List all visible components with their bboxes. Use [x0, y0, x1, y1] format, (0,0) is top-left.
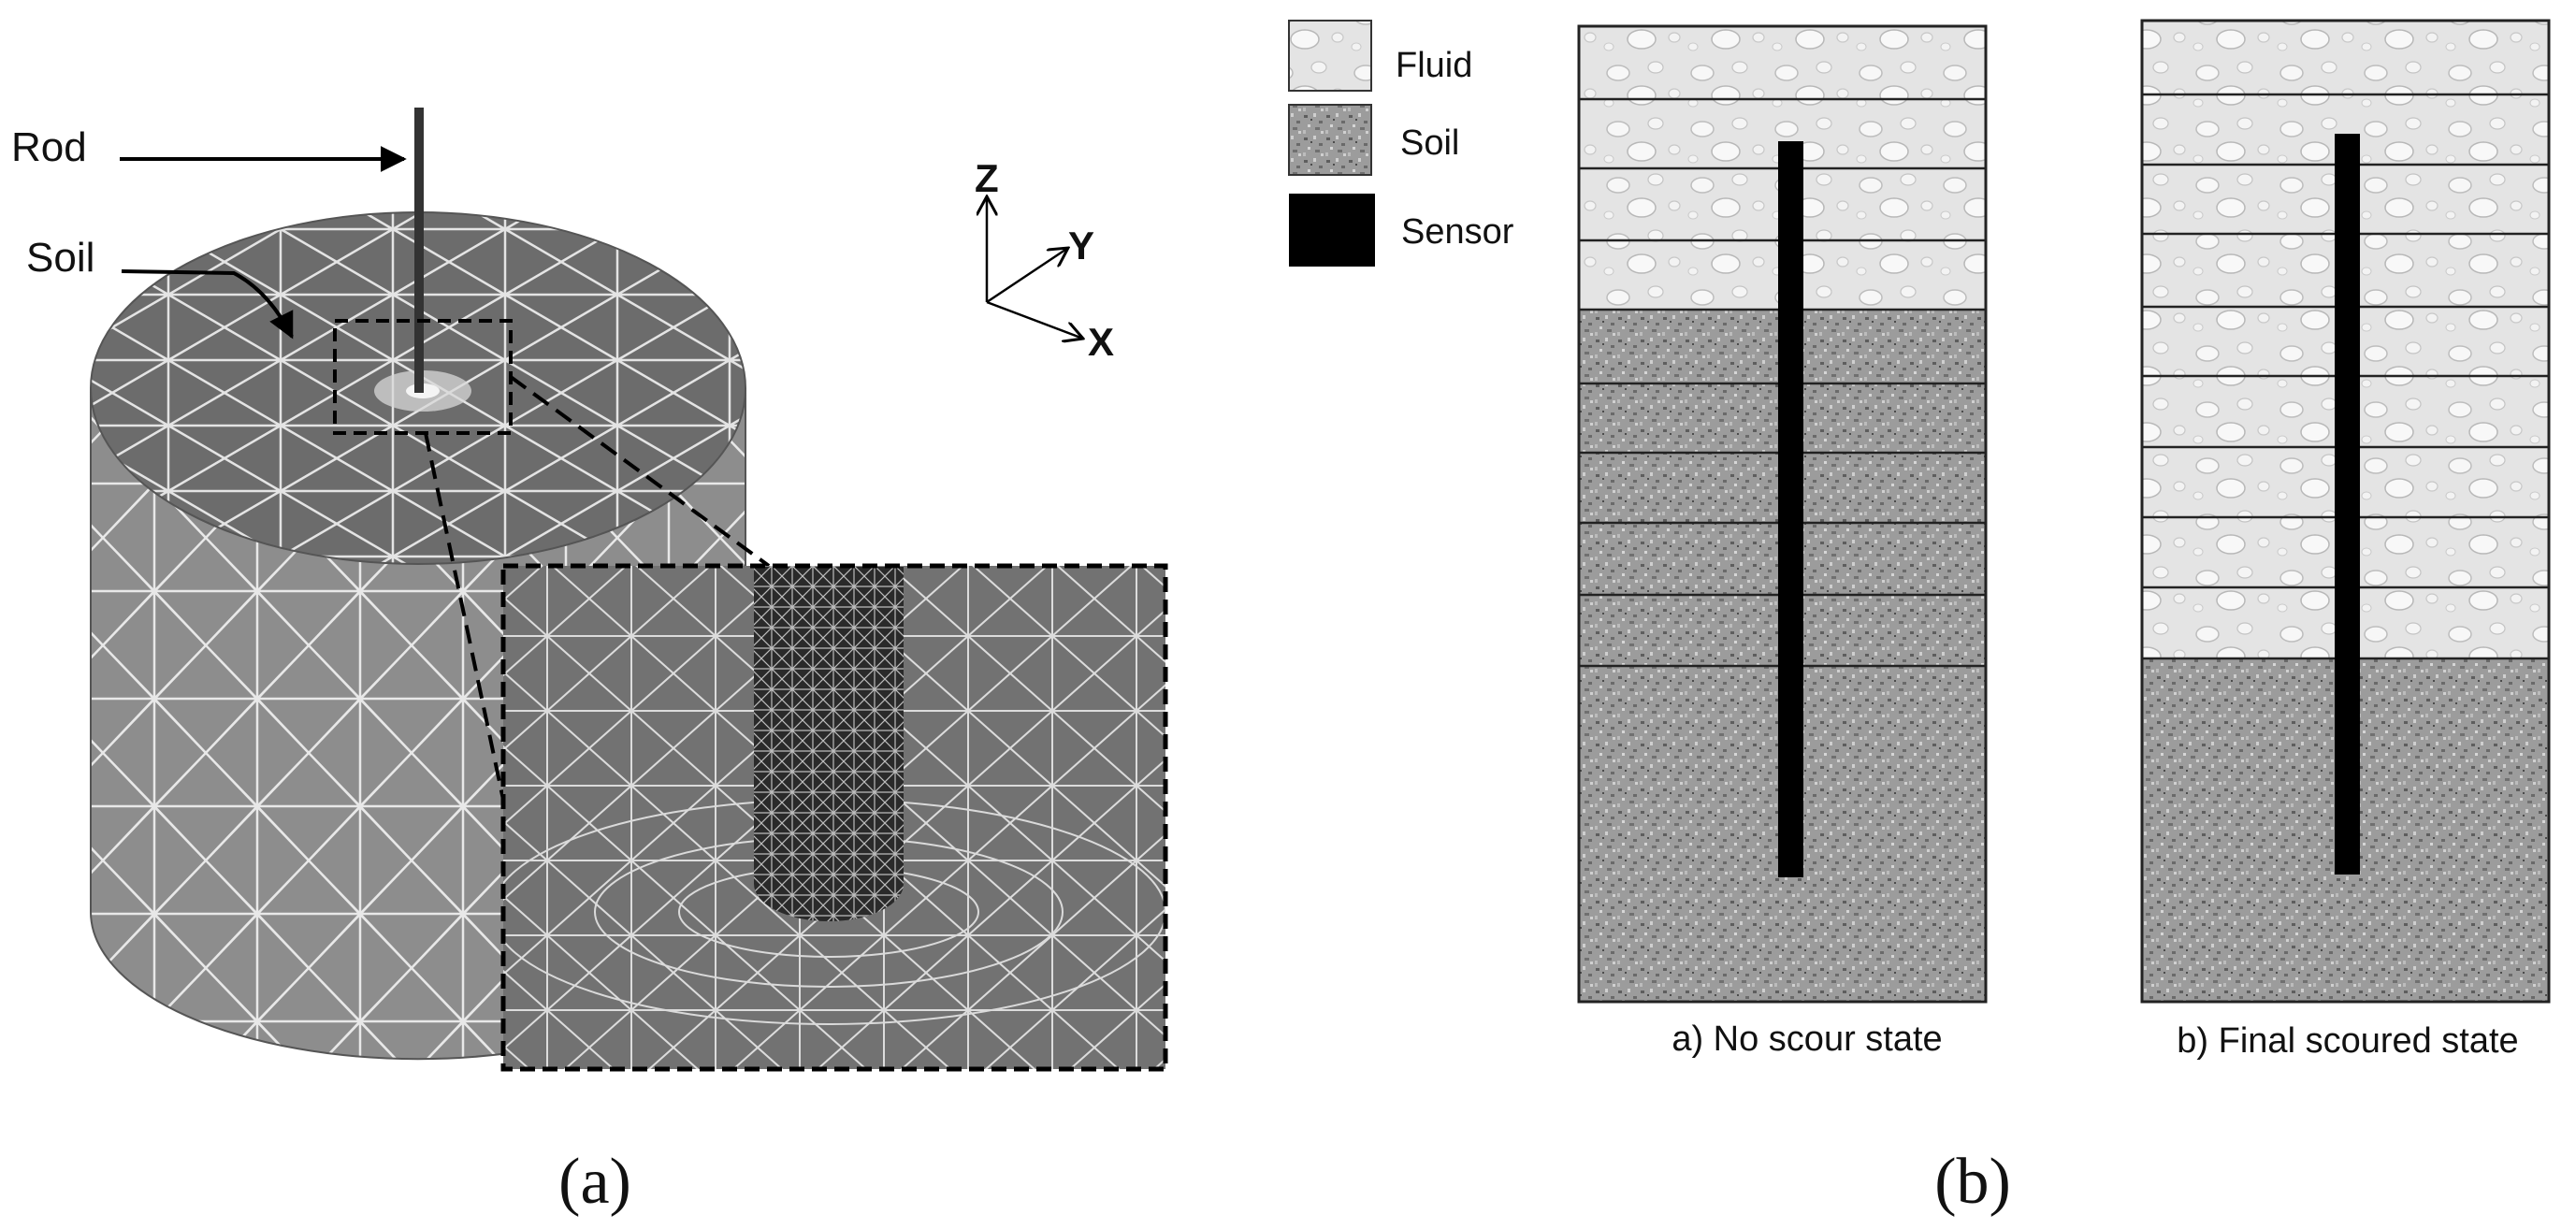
column-no-scour: a) No scour state [1577, 24, 1988, 1059]
zoom-rod [754, 566, 904, 921]
axis-z-label: Z [975, 156, 999, 200]
caption-final-scoured: b) Final scoured state [2177, 1021, 2518, 1061]
axis-triad: Z Y X [975, 156, 1114, 364]
zoom-inset-border [500, 563, 1168, 1072]
mesh-model-panel: Rod Soil Z Y X (a) [11, 108, 1168, 1218]
axis-y-label: Y [1068, 224, 1094, 267]
legend-soil-label: Soil [1400, 123, 1459, 163]
legend-sensor-label: Sensor [1401, 212, 1514, 252]
soil-label: Soil [26, 235, 94, 281]
legend-fluid-label: Fluid [1396, 46, 1472, 85]
column-final-scoured: b) Final scoured state [2140, 19, 2551, 1061]
panel-a-label: (a) [558, 1146, 631, 1218]
legend: Fluid Soil Sensor [1288, 20, 1514, 267]
legend-fluid-swatch [1288, 20, 1372, 92]
scour-schematic-panel: Fluid Soil Sensor a) No scour [1288, 19, 2551, 1218]
legend-soil-swatch [1288, 104, 1372, 176]
axis-x-label: X [1088, 320, 1114, 364]
zoom-connector-top [509, 375, 771, 568]
soil-arrow [121, 269, 294, 340]
rod-label: Rod [11, 124, 87, 170]
legend-sensor-swatch [1289, 194, 1375, 267]
caption-no-scour: a) No scour state [1672, 1019, 1942, 1059]
sensor-rod-a [1778, 141, 1803, 877]
rod [414, 108, 424, 393]
zoom-connector-bottom [424, 432, 505, 801]
sensor-rod-b [2335, 134, 2360, 875]
zoom-inset [503, 566, 1165, 1069]
panel-b-label: (b) [1934, 1146, 2011, 1218]
